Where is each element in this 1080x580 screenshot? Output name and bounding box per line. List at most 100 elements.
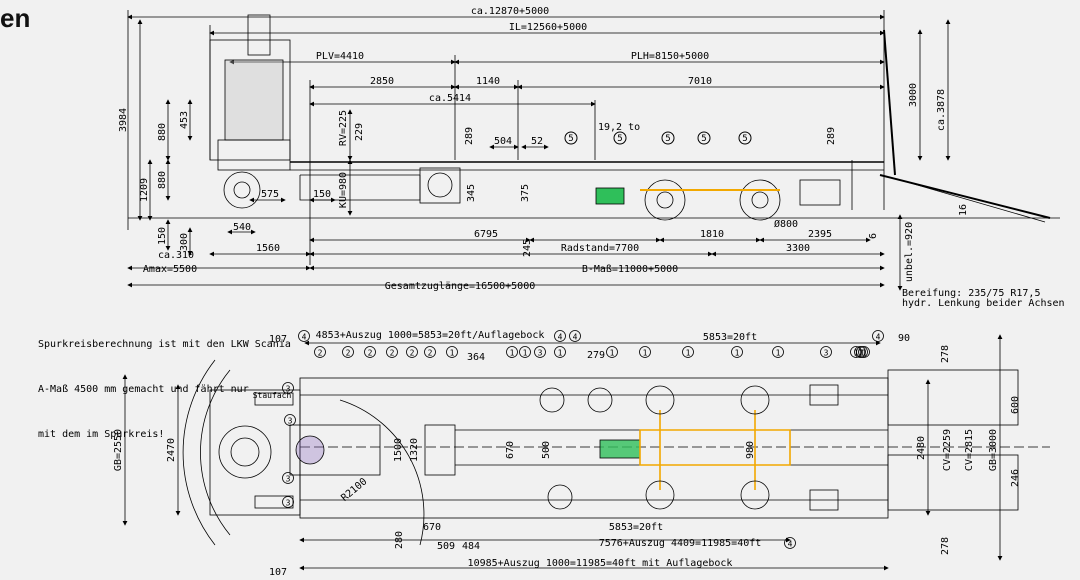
dim-600: 600 (1010, 396, 1021, 414)
marker-circle (784, 537, 796, 549)
dim-540: 540 (233, 222, 251, 233)
storage-label: Staufach (253, 391, 292, 400)
dim-7576: 7576+Auszug 4409=11985=40ft (599, 538, 762, 549)
marker-label: 1 (858, 349, 863, 358)
dim-245: 245 (522, 239, 533, 257)
note-line-1: Spurkreisberechnung ist mit den LKW Scan… (38, 339, 291, 350)
marker-label: 4 (876, 333, 881, 342)
dim-2395: 2395 (808, 229, 832, 240)
dim-500: 500 (541, 441, 552, 459)
dim-980: 980 (745, 441, 756, 459)
marker-circle (534, 346, 546, 358)
dim-radstand: Radstand=7700 (561, 243, 639, 254)
dim-1320: 1320 (409, 438, 420, 462)
marker-label: 1 (523, 349, 528, 358)
dim-5853-top: 5853=20ft (703, 332, 757, 343)
marker-circle (639, 346, 651, 358)
dim-150a: 150 (313, 189, 331, 200)
dim-2470: 2470 (166, 438, 177, 462)
dim-484: 484 (462, 541, 480, 552)
marker-label: 4 (558, 333, 563, 342)
dim-880b: 880 (157, 171, 168, 189)
dim-1500: 1500 (393, 438, 404, 462)
marker-circle (424, 346, 436, 358)
marker-5a: 5 (568, 134, 573, 144)
marker-label: 4 (573, 333, 578, 342)
dim-unbel: unbel.=920 (904, 222, 915, 282)
dim-amax: Amax=5500 (143, 264, 197, 275)
marker-label: 3 (286, 385, 291, 394)
dim-wheel: Ø800 (774, 218, 798, 230)
dim-6795: 6795 (474, 229, 498, 240)
marker-label: 1 (776, 349, 781, 358)
dim-345: 345 (466, 184, 477, 202)
dim-509: 509 (437, 541, 455, 552)
dim-10985: 10985+Auszug 1000=11985=40ft mit Auflage… (468, 558, 733, 569)
marker-label: 2 (368, 349, 373, 358)
dim-229: 229 (354, 123, 365, 141)
marker-label: 2 (390, 349, 395, 358)
dim-1560: 1560 (256, 243, 280, 254)
dim-1209: 1209 (139, 178, 150, 202)
dim-52: 52 (531, 136, 543, 147)
marker-5e: 5 (742, 134, 747, 144)
dim-2850: 2850 (370, 76, 394, 87)
marker-circle (386, 346, 398, 358)
marker-circle (606, 346, 618, 358)
marker-label: 2 (410, 349, 415, 358)
marker-5d: 5 (701, 134, 706, 144)
marker-5c: 5 (665, 134, 670, 144)
steering-spec: hydr. Lenkung beider Achsen (902, 298, 1065, 309)
marker-label: 1 (735, 349, 740, 358)
dim-gb2550: GB=2550 (113, 429, 124, 471)
dim-150b: 150 (157, 227, 168, 245)
dim-289b: 289 (826, 127, 837, 145)
marker-label: 1 (510, 349, 515, 358)
dim-280: 280 (394, 531, 405, 549)
dim-278b: 278 (940, 537, 951, 555)
dim-3300: 3300 (786, 243, 810, 254)
marker-circle (850, 346, 862, 358)
dim-5853-bot: 5853=20ft (609, 522, 663, 533)
dim-il: IL=12560+5000 (509, 22, 587, 33)
marker-circle (820, 346, 832, 358)
dim-ku: KU=980 (338, 172, 349, 208)
dim-364: 364 (467, 352, 485, 363)
marker-circle (872, 330, 884, 342)
dim-453: 453 (179, 111, 190, 129)
dim-670b: 670 (423, 522, 441, 533)
marker-circle (446, 346, 458, 358)
dim-plv: PLV=4410 (316, 51, 364, 62)
marker-circle (342, 346, 354, 358)
dim-279: 279 (587, 350, 605, 361)
dim-300: 300 (179, 233, 190, 251)
marker-label: 2 (318, 349, 323, 358)
marker-label: 3 (286, 499, 291, 508)
marker-label: 3 (288, 417, 293, 426)
dim-1810: 1810 (700, 229, 724, 240)
dim-2480: 2480 (916, 436, 927, 460)
marker-circle (858, 346, 870, 358)
marker-circle (282, 496, 294, 508)
side-view (127, 10, 1060, 291)
dim-3000: 3000 (908, 83, 919, 107)
dim-246: 246 (1010, 469, 1021, 487)
dim-7010: 7010 (688, 76, 712, 87)
dim-load: 19,2 to (598, 122, 640, 133)
dim-overall: ca.12870+5000 (471, 6, 549, 17)
marker-circle (298, 330, 310, 342)
tire-spec: Bereifung: 235/75 R17,5 (902, 288, 1040, 299)
marker-label: 1 (860, 349, 865, 358)
note-line-3: mit dem im Spurkreis! (38, 429, 165, 440)
top-view-labels: 107 4853+Auszug 1000=5853=20ft/Auflagebo… (113, 330, 1021, 578)
marker-5b: 5 (617, 134, 622, 144)
side-view-labels: ca.12870+5000 IL=12560+5000 PLV=4410 PLH… (118, 6, 1065, 309)
dim-375: 375 (520, 184, 531, 202)
side-markers (564, 131, 752, 145)
marker-circle (282, 472, 294, 484)
marker-label: 4 (788, 540, 793, 549)
dim-6: 6 (868, 233, 879, 239)
dim-670a: 670 (505, 441, 516, 459)
